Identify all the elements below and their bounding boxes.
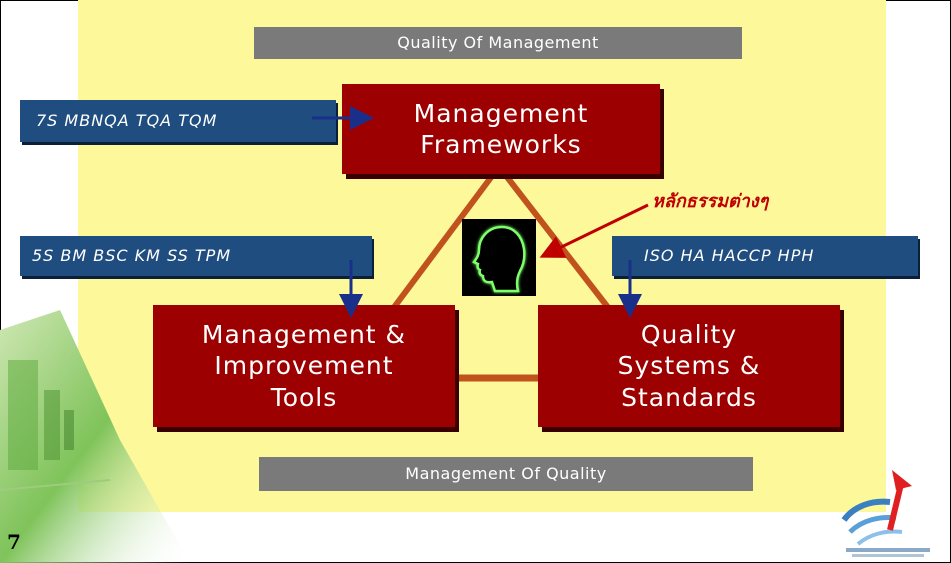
management-improvement-tools-label: Management & Improvement Tools — [201, 320, 407, 412]
frameworks-examples-tag: 7S MBNQA TQA TQM — [20, 100, 336, 142]
quality-systems-standards-box: Quality Systems & Standards — [538, 305, 840, 427]
quality-systems-standards-label: Quality Systems & Standards — [617, 320, 761, 412]
organization-logo-icon — [841, 470, 930, 557]
decorative-screen-graphic — [0, 310, 190, 563]
page-number: 7 — [7, 530, 21, 554]
head-silhouette-icon — [462, 219, 536, 296]
standards-examples-tag: ISO HA HACCP HPH — [612, 236, 918, 276]
title-band: Quality Of Management — [254, 27, 742, 59]
tools-examples-tag: 5S BM BSC KM SS TPM — [20, 236, 372, 276]
principles-label: หลักธรรมต่างๆ — [652, 191, 769, 212]
management-frameworks-box: Management Frameworks — [342, 84, 660, 174]
bottom-band: Management Of Quality — [259, 457, 753, 491]
management-improvement-tools-box: Management & Improvement Tools — [153, 305, 455, 427]
management-frameworks-label: Management Frameworks — [413, 98, 589, 159]
